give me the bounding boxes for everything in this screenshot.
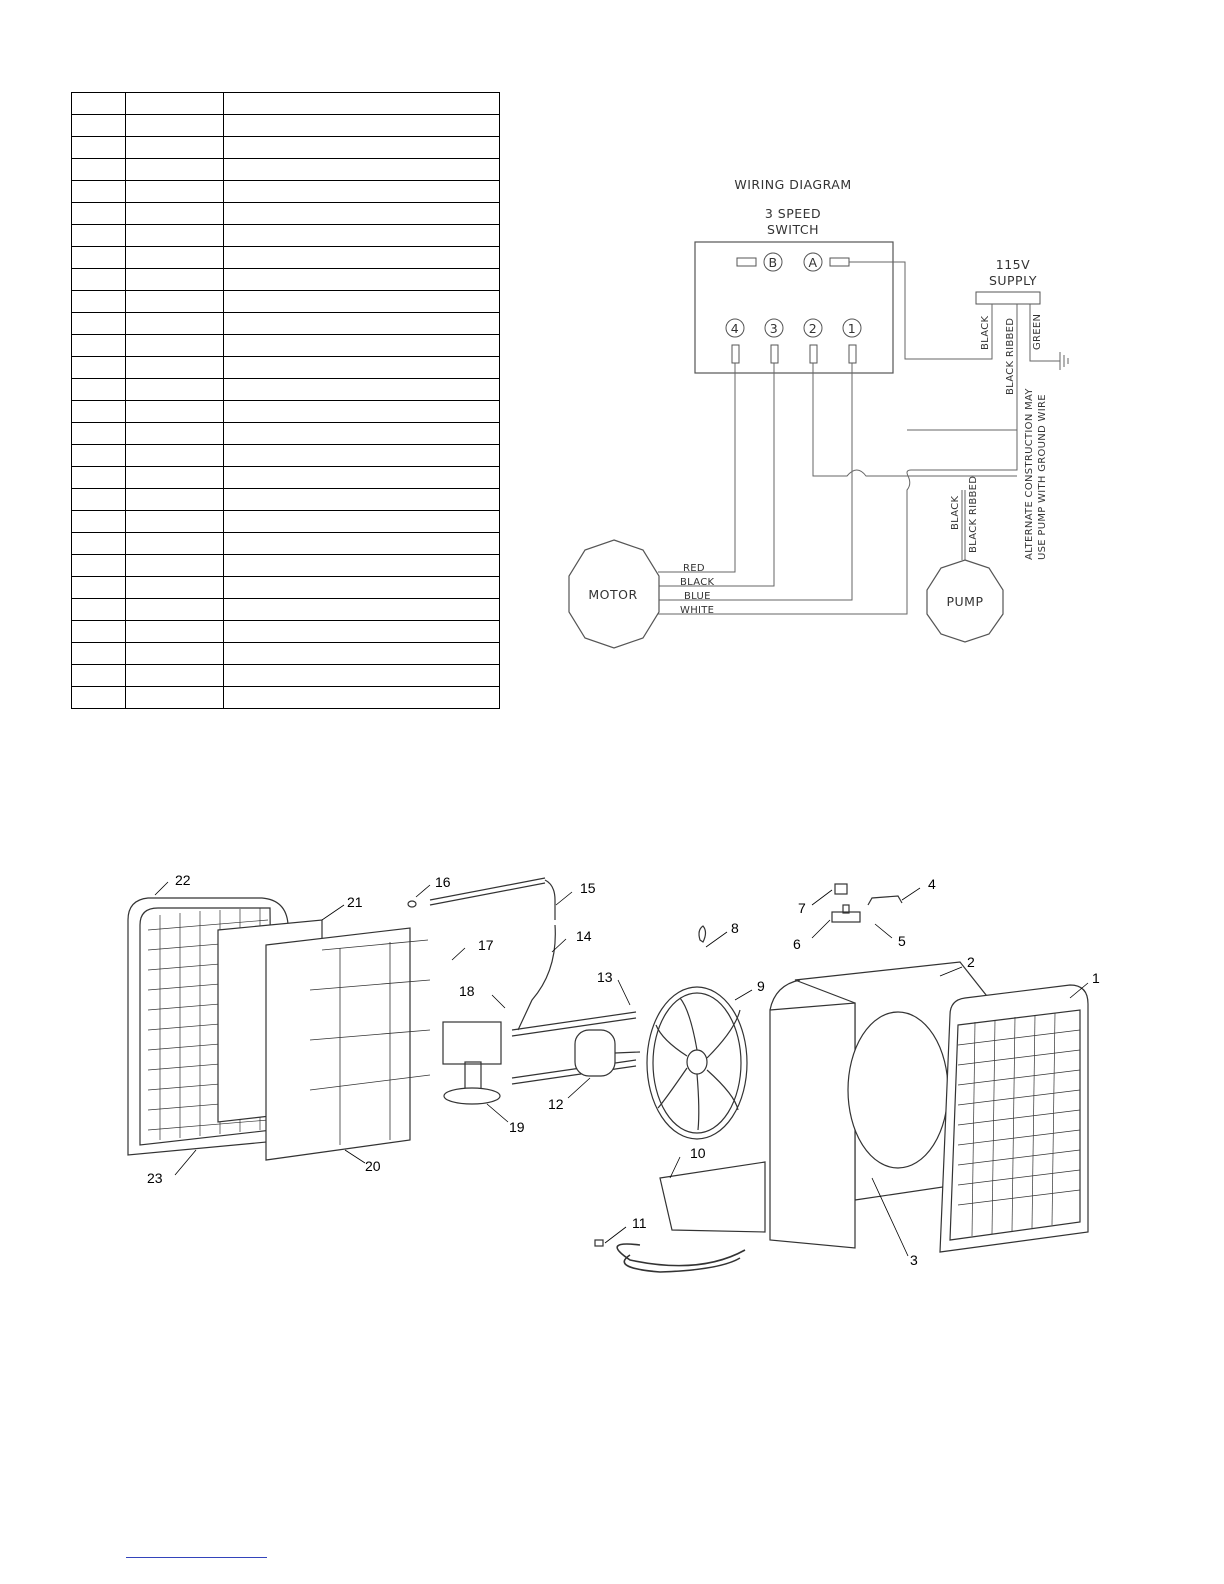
supply-label-line2: SUPPLY xyxy=(989,273,1037,288)
terminal-3-circle xyxy=(764,318,784,338)
parts-table-cell xyxy=(223,686,500,709)
pump-outline xyxy=(926,559,1004,643)
callout-21: 21 xyxy=(347,894,363,910)
note-line1: ALTERNATE CONSTRUCTION MAY xyxy=(1024,388,1035,560)
motor-label: MOTOR xyxy=(588,587,637,602)
callout-2: 2 xyxy=(967,954,975,970)
pump-wire-black-label: BLACK xyxy=(950,495,961,530)
callout-22: 22 xyxy=(175,872,191,888)
parts-table xyxy=(71,92,500,709)
parts-table-row xyxy=(71,532,500,555)
terminal-b-tab xyxy=(736,257,757,267)
wire-ribbed-branch xyxy=(812,363,1017,477)
supply-wire-green-label: GREEN xyxy=(1032,314,1043,350)
callout-12: 12 xyxy=(548,1096,564,1112)
callout-18: 18 xyxy=(459,983,475,999)
callout-9: 9 xyxy=(757,978,765,994)
terminal-2-tab xyxy=(809,344,818,364)
terminal-4-tab xyxy=(731,344,740,364)
parts-table-row xyxy=(71,312,500,335)
wire-black xyxy=(658,363,775,587)
terminal-b-circle xyxy=(763,252,783,272)
motor-wire-blue-label: BLUE xyxy=(684,591,711,602)
callout-16: 16 xyxy=(435,874,451,890)
switch-box xyxy=(694,241,894,374)
parts-table-row xyxy=(71,378,500,401)
parts-table-row xyxy=(71,224,500,247)
terminal-2-label: 2 xyxy=(809,321,817,336)
terminal-3-label: 3 xyxy=(770,321,778,336)
switch-parts-drawing xyxy=(698,883,903,943)
pump-label: PUMP xyxy=(946,594,983,609)
pump-wire-ribbed-label: BLACK RIBBED xyxy=(968,476,979,553)
water-tube-drawing xyxy=(407,877,556,1031)
front-grille-drawing xyxy=(939,984,1089,1253)
parts-table-row xyxy=(71,290,500,313)
callout-23: 23 xyxy=(147,1170,163,1186)
callout-10: 10 xyxy=(690,1145,706,1161)
wire-supply-green xyxy=(1029,304,1060,362)
supply-block xyxy=(975,291,1041,305)
motor-wire-black-label: BLACK xyxy=(680,577,715,588)
parts-table-row xyxy=(71,686,500,709)
exploded-view: 1 2 3 4 5 6 7 8 9 10 11 12 13 14 15 16 1… xyxy=(127,872,1100,1273)
callout-3: 3 xyxy=(910,1252,918,1268)
motor-bracket-drawing xyxy=(511,1011,641,1085)
callout-20: 20 xyxy=(365,1158,381,1174)
pad-frame-drawing xyxy=(217,919,431,1161)
terminal-4-label: 4 xyxy=(731,321,739,336)
footer-rule xyxy=(126,1557,267,1558)
parts-table-row xyxy=(71,268,500,291)
callout-14: 14 xyxy=(576,928,592,944)
parts-table-row xyxy=(71,246,500,269)
callout-13: 13 xyxy=(597,969,613,985)
parts-table-row xyxy=(71,158,500,181)
terminal-1-circle xyxy=(842,318,862,338)
motor-wire-white-label: WHITE xyxy=(680,605,714,616)
callout-17: 17 xyxy=(478,937,494,953)
parts-table-row xyxy=(71,114,500,137)
callout-6: 6 xyxy=(793,936,801,952)
terminal-a-circle xyxy=(803,252,823,272)
motor-wire-red-label: RED xyxy=(683,563,705,574)
terminal-a-tab xyxy=(829,257,850,267)
callout-5: 5 xyxy=(898,933,906,949)
wire-supply-black xyxy=(849,261,993,360)
terminal-b-label: B xyxy=(768,255,777,270)
callout-8: 8 xyxy=(731,920,739,936)
terminal-1-label: 1 xyxy=(848,321,856,336)
supply-wire-black-label: BLACK xyxy=(980,315,991,350)
terminal-4-circle xyxy=(725,318,745,338)
wiring-diagram: WIRING DIAGRAM 3 SPEED SWITCH B A 4 3 2 … xyxy=(568,177,1069,649)
motor-outline xyxy=(568,539,660,649)
wire-blue xyxy=(658,363,853,601)
cabinet-drawing xyxy=(594,961,991,1273)
terminal-3-tab xyxy=(770,344,779,364)
callout-19: 19 xyxy=(509,1119,525,1135)
terminal-1-tab xyxy=(848,344,857,364)
wiring-title: WIRING DIAGRAM xyxy=(734,177,851,192)
parts-table-row xyxy=(71,334,500,357)
callout-7: 7 xyxy=(798,900,806,916)
parts-table-row xyxy=(71,92,500,115)
parts-table-row xyxy=(71,356,500,379)
note-line2: USE PUMP WITH GROUND WIRE xyxy=(1037,394,1048,560)
callout-1: 1 xyxy=(1092,970,1100,986)
parts-table-row xyxy=(71,180,500,203)
wire-red xyxy=(658,363,736,573)
callout-11: 11 xyxy=(632,1215,647,1231)
callout-4: 4 xyxy=(928,876,936,892)
supply-label-line1: 115V xyxy=(996,257,1030,272)
switch-label-line2: SWITCH xyxy=(767,222,819,237)
fan-blade-drawing xyxy=(646,986,748,1140)
terminal-2-circle xyxy=(803,318,823,338)
parts-table-row xyxy=(71,598,500,621)
parts-table-row xyxy=(71,202,500,225)
switch-label-line1: 3 SPEED xyxy=(765,206,821,221)
supply-wire-ribbed-label: BLACK RIBBED xyxy=(1005,318,1016,395)
terminal-a-label: A xyxy=(808,255,817,270)
pump-drawing xyxy=(442,1021,502,1105)
callout-15: 15 xyxy=(580,880,596,896)
